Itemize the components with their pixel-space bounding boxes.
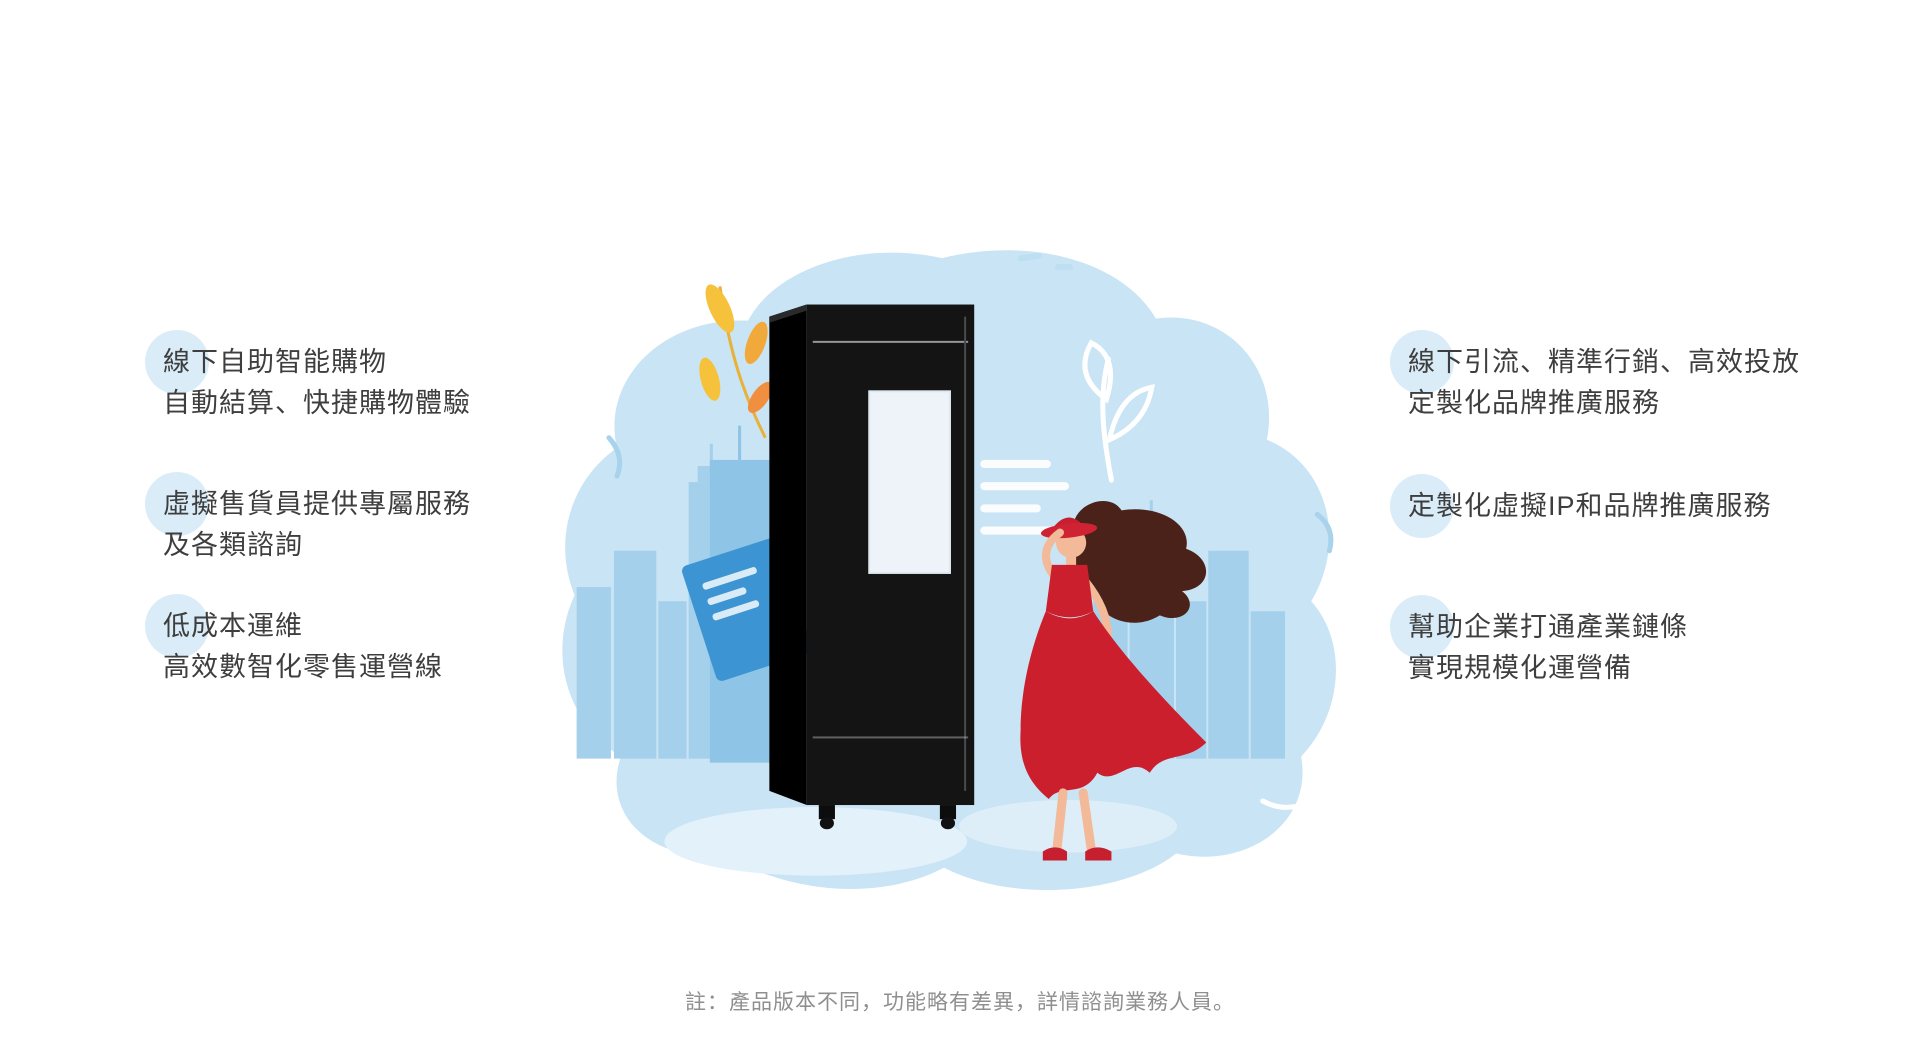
feature-left-1: 線下自助智能購物 自動結算、快捷購物體驗 xyxy=(145,330,471,424)
highlight-circle xyxy=(1390,330,1454,394)
highlight-circle xyxy=(145,472,209,536)
shoe xyxy=(1085,847,1112,861)
machine-caster xyxy=(818,805,835,820)
curl-decoration xyxy=(1260,786,1324,810)
leg xyxy=(1052,788,1068,854)
highlight-circle xyxy=(145,330,209,394)
feature-left-2: 虛擬售貨員提供專屬服務 及各類諮詢 xyxy=(145,472,471,566)
feature-line: 自動結算、快捷購物體驗 xyxy=(163,388,471,418)
hair xyxy=(1072,501,1207,623)
footnote: 註：產品版本不同，功能略有差異，詳情諮詢業務人員。 xyxy=(685,991,1235,1014)
feature-right-1: 線下引流、精準行銷、高效投放 定製化品牌推廣服務 xyxy=(1390,330,1800,424)
feature-line: 低成本運維 xyxy=(163,611,303,641)
machine-bottom-seam xyxy=(812,736,969,739)
machine-top-seam xyxy=(812,340,969,343)
feature-right-3: 幫助企業打通產業鏈條 實現規模化運營備 xyxy=(1390,595,1688,689)
highlight-circle xyxy=(1390,595,1454,659)
neck xyxy=(1066,551,1077,568)
woman-figure xyxy=(1020,501,1207,861)
product-illustration xyxy=(562,250,1336,891)
machine-top-edge xyxy=(769,304,807,323)
feature-left-3: 低成本運維 高效數智化零售運營線 xyxy=(145,594,443,688)
feature-line: 定製化品牌推廣服務 xyxy=(1408,388,1660,418)
feature-line: 線下引流、精準行銷、高效投放 xyxy=(1408,347,1800,377)
ground-shadow xyxy=(664,807,968,876)
feature-line: 線下自助智能購物 xyxy=(163,347,387,377)
feature-line: 實現規模化運營備 xyxy=(1408,653,1632,683)
machine-screen xyxy=(868,390,951,574)
feature-line: 高效數智化零售運營線 xyxy=(163,652,443,682)
shoe xyxy=(1042,847,1068,861)
feature-line: 幫助企業打通產業鏈條 xyxy=(1408,612,1688,642)
decorative-arc xyxy=(606,435,623,479)
vending-machine xyxy=(769,304,975,830)
decorative-dash xyxy=(1017,252,1042,262)
decorative-dash xyxy=(1054,264,1074,271)
decorative-arc xyxy=(1314,511,1334,554)
highlight-circle xyxy=(1390,474,1454,538)
speed-lines xyxy=(980,459,1070,535)
feature-line: 定製化虛擬IP和品牌推廣服務 xyxy=(1408,491,1772,521)
skirt xyxy=(1020,611,1207,799)
ground-shadow xyxy=(959,799,1178,853)
machine-side xyxy=(769,304,807,806)
feature-line: 及各類諮詢 xyxy=(163,530,303,560)
highlight-circle xyxy=(145,594,209,658)
feature-line: 虛擬售貨員提供專屬服務 xyxy=(163,489,471,519)
machine-caster xyxy=(939,805,957,820)
bodice xyxy=(1045,564,1094,618)
plant-outline xyxy=(1082,339,1155,483)
feature-right-2: 定製化虛擬IP和品牌推廣服務 xyxy=(1390,474,1772,538)
leg xyxy=(1078,788,1096,854)
machine-edge-line xyxy=(964,316,967,791)
leaves-decoration xyxy=(699,284,773,439)
